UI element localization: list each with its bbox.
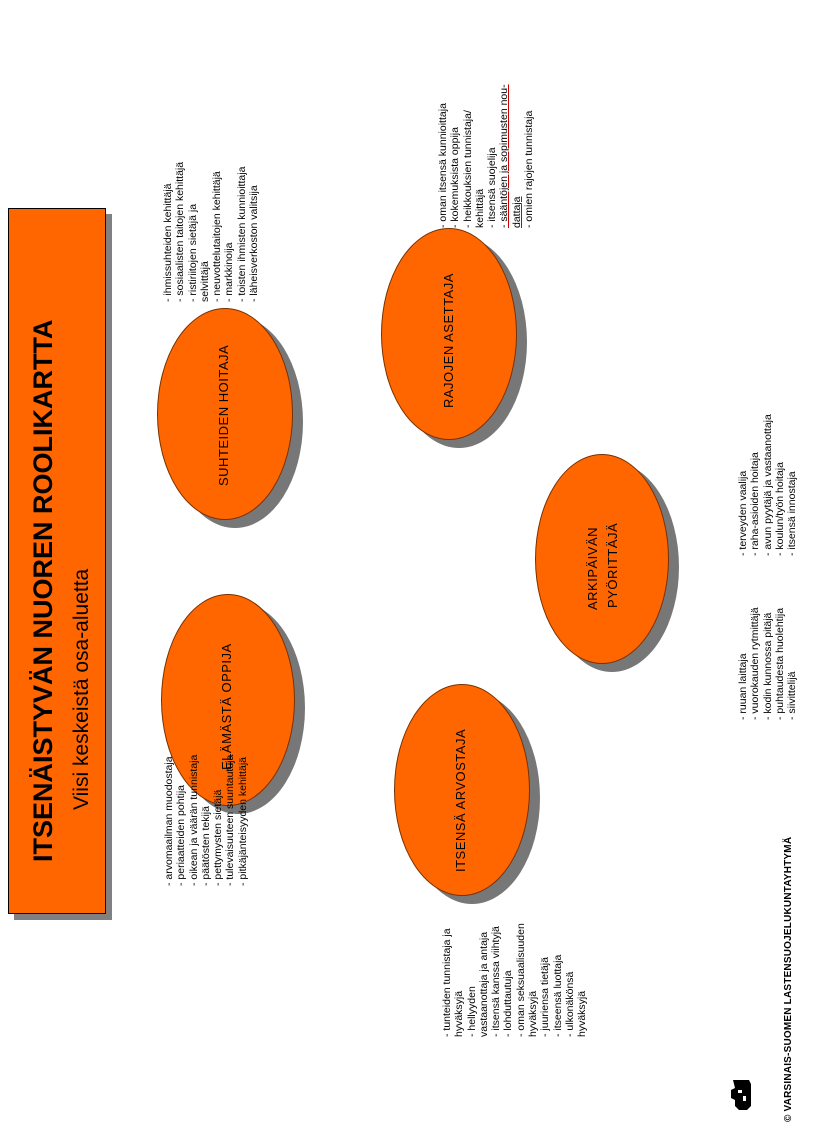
list-item: - itsensä innostaja <box>786 471 799 556</box>
list-item: - avun pyytäjä ja vastaanottaja <box>761 414 774 556</box>
list-item: kehittäjä <box>473 188 486 228</box>
list-item: - puhtaudesta huolehtija <box>773 607 786 720</box>
list-item: - tunteiden tunnistaja ja <box>441 928 453 1037</box>
rajojen-item-list: - oman itsensä kunnioittaja - kokemuksis… <box>437 84 535 228</box>
list-item: - lohduttautuja <box>502 970 515 1037</box>
list-item: - oman seksuaalisuuden <box>514 923 527 1037</box>
list-item: - päätösten tekijä <box>199 806 212 886</box>
list-item: - juuriensa tietäjä <box>539 957 552 1037</box>
list-item: selvittäjä <box>198 261 211 302</box>
list-item: - ruuan laittaja <box>737 653 749 720</box>
list-item: - itsensä kanssa viihtyjä <box>490 926 503 1037</box>
itsensa-arvostaja-ellipse <box>394 684 530 896</box>
itsensa-item-list: - tunteiden tunnistaja ja hyväksyjä - he… <box>441 923 589 1037</box>
list-item: - periaatteiden pohtija <box>175 785 188 886</box>
list-item: - arvomaailman muodostaja <box>163 756 175 886</box>
page-subtitle: Viisi keskeistä osa-aluetta <box>70 568 93 810</box>
arkipaivan-label-line2: PYÖRITTÄJÄ <box>605 522 620 608</box>
arkipaivan-item-list-2: - terveyden vaalija - raha-asioiden hoit… <box>737 414 798 556</box>
suhteiden-item-list: - ihmissuhteiden kehittäjä - sosiaaliste… <box>162 162 260 302</box>
list-item: - toisten ihmisten kunnioittaja <box>235 166 248 302</box>
elamasta-item-list: - arvomaailman muodostaja - periaatteide… <box>163 755 249 886</box>
list-item: vastaanottaja ja antaja <box>477 931 490 1037</box>
itsensa-arvostaja-label: ITSENSÄ ARVOSTAJA <box>453 728 468 872</box>
list-item: - pitkäjänteisyyden kehittäjä <box>236 757 249 886</box>
list-item: - itsensä suojelija <box>486 147 499 228</box>
rajojen-asettaja-label: RAJOJEN ASETTAJA <box>441 273 456 408</box>
elamasta-oppija-label: ELÄMÄSTÄ OPPIJA <box>219 643 234 770</box>
arkipaivan-label-line1: ARKIPÄIVÄN <box>585 526 600 610</box>
list-item: - ristiriitojen sietäjä ja <box>186 203 199 302</box>
rajojen-asettaja-ellipse <box>381 228 517 440</box>
list-item: - hellyyden <box>465 986 478 1037</box>
list-item: - kokemuksista oppija <box>449 127 462 228</box>
arkipaivan-item-list-1: - ruuan laittaja - vuorokauden rytmittäj… <box>737 607 798 720</box>
list-item: - tulevaisuuteen suuntautuja <box>224 754 237 886</box>
suhteiden-hoitaja-ellipse <box>157 308 293 520</box>
list-item: hyväksyjä <box>576 990 589 1037</box>
list-item: - oikean ja väärän tunnistaja <box>187 754 200 886</box>
list-item: - sosiaalisten taitojen kehittäjä <box>174 161 187 302</box>
list-item: - ulkonäkönsä <box>563 971 576 1037</box>
list-item: - omien rajojen tunnistaja <box>523 110 536 228</box>
copyright-credit: © VARSINAIS-SUOMEN LASTENSUOJELUKUNTAYHT… <box>783 836 794 1122</box>
elamasta-oppija-ellipse <box>161 594 295 806</box>
list-item: - pettymysten sietäjä <box>212 789 225 886</box>
list-item: - koulun/työn hoitaja <box>773 462 786 556</box>
list-item: - kodin kunnossa pitäjä <box>761 612 774 720</box>
bear-logo-icon <box>731 1080 751 1110</box>
suhteiden-hoitaja-label: SUHTEIDEN HOITAJA <box>216 344 231 486</box>
list-item: - ihmissuhteiden kehittäjä <box>162 183 174 302</box>
list-item: - terveyden vaalija <box>737 470 749 556</box>
list-item: hyväksyjä <box>527 990 540 1037</box>
list-item: - vuorokauden rytmittäjä <box>749 607 762 720</box>
list-item: - heikkouksien tunnistaja/ <box>461 110 474 228</box>
list-item: - läheisverkoston valitsija <box>248 185 261 302</box>
list-item: - neuvottelutaitojen kehittäjä <box>211 171 224 302</box>
list-item: - sääntöjen ja sopimusten nou- <box>498 84 511 228</box>
title-box <box>8 208 106 914</box>
list-item: dattaja <box>510 196 523 228</box>
list-item: - markkinoija <box>223 242 236 302</box>
list-item: - raha-asioiden hoitaja <box>749 452 762 556</box>
list-item: - siivittelijä <box>786 671 799 720</box>
list-item: - itseensä luottaja <box>551 954 564 1037</box>
list-item: hyväksyjä <box>453 990 466 1037</box>
arkipaivan-pyorittaja-ellipse <box>535 454 669 664</box>
list-item: - oman itsensä kunnioittaja <box>437 103 449 228</box>
page-title: ITSENÄISTYVÄN NUOREN ROOLIKARTTA <box>28 319 58 862</box>
